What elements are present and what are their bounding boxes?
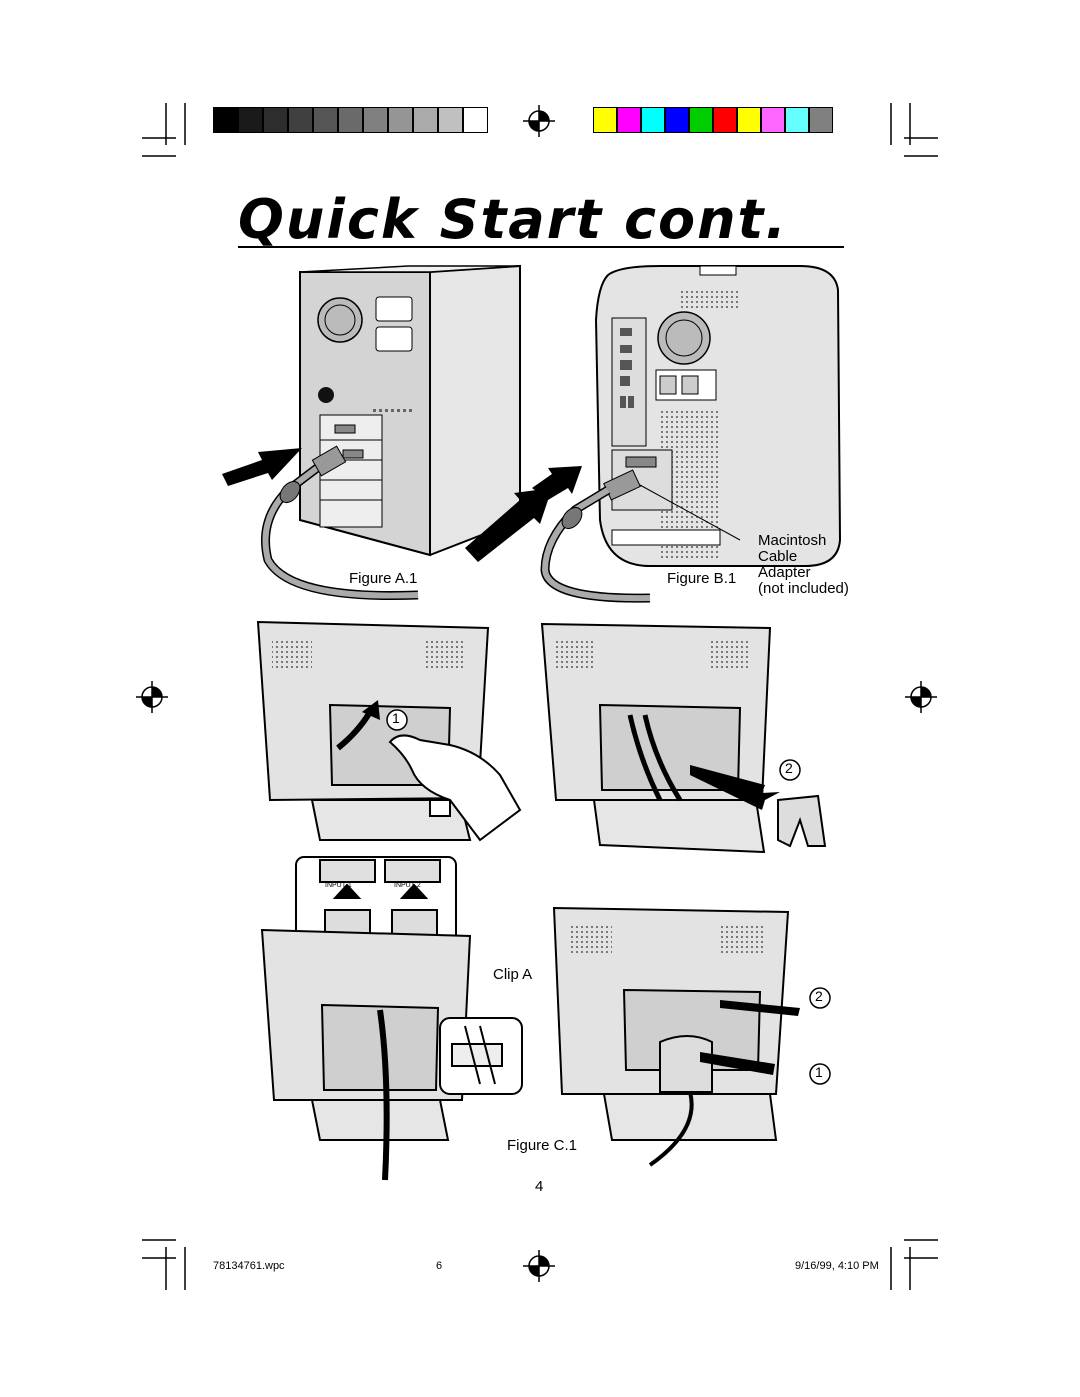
- color-swatch: [213, 107, 238, 133]
- figure-a1-caption: Figure A.1: [349, 570, 418, 587]
- mac-tower-illustration: [465, 265, 842, 603]
- color-swatch: [388, 107, 413, 133]
- step-circle-icon: [386, 709, 831, 1085]
- color-swatch: [665, 107, 689, 133]
- caption-line: Adapter: [758, 564, 811, 581]
- clip-a-caption: Clip A: [493, 966, 533, 983]
- arrow-icon: [222, 448, 302, 486]
- monitor-rear-1: [256, 620, 490, 841]
- pc-tower-illustration: [222, 264, 521, 601]
- color-swatch: [338, 107, 363, 133]
- caption-line: (not included): [758, 580, 849, 597]
- color-swatch: [689, 107, 713, 133]
- page-title: Quick Start cont.: [238, 188, 788, 251]
- color-swatch: [238, 107, 263, 133]
- color-bar: [593, 107, 833, 133]
- arrow-icon: [690, 765, 780, 810]
- input-1-label: INPUT 1: [325, 882, 352, 889]
- arrow-icon: [532, 466, 582, 500]
- step-number: 1: [392, 710, 400, 726]
- arrow-icon: [700, 1052, 775, 1075]
- color-swatch: [413, 107, 438, 133]
- mac-adapter-caption: Macintosh Cable Adapter (not included): [758, 533, 849, 597]
- color-swatch: [463, 107, 488, 133]
- figure-b1-caption: Figure B.1: [667, 570, 737, 587]
- step-number: 2: [815, 988, 823, 1004]
- color-swatch: [785, 107, 809, 133]
- color-swatch: [761, 107, 785, 133]
- step-number: 2: [785, 760, 793, 776]
- clip-detail-box: [439, 1017, 523, 1095]
- monitor-rear-4: [552, 906, 790, 1167]
- step-number: 1: [815, 1064, 823, 1080]
- color-swatch: [363, 107, 388, 133]
- page-number: 4: [535, 1178, 544, 1195]
- input-2-label: INPUT 2: [394, 882, 421, 889]
- arrow-icon: [465, 488, 552, 562]
- color-swatch: [641, 107, 665, 133]
- hand-illustration: [388, 734, 522, 842]
- color-swatch: [288, 107, 313, 133]
- monitor-rear-3: [260, 928, 472, 1181]
- title-rule: [238, 246, 844, 248]
- color-swatch: [617, 107, 641, 133]
- figure-c1-caption: Figure C.1: [507, 1137, 578, 1154]
- arrow-icon: [336, 710, 373, 751]
- color-swatch: [737, 107, 761, 133]
- monitor-rear-2: [540, 622, 827, 854]
- arrow-icon: [720, 1000, 800, 1016]
- color-swatch: [809, 107, 833, 133]
- footer-filename: 78134761.wpc: [213, 1260, 285, 1272]
- color-swatch: [713, 107, 737, 133]
- caption-line: Cable: [758, 548, 798, 565]
- color-swatch: [263, 107, 288, 133]
- caption-line: Macintosh: [758, 532, 827, 549]
- color-swatch: [313, 107, 338, 133]
- grayscale-bar: [213, 107, 488, 133]
- color-swatch: [438, 107, 463, 133]
- footer-timestamp: 9/16/99, 4:10 PM: [795, 1260, 879, 1272]
- color-swatch: [593, 107, 617, 133]
- footer-sheet: 6: [436, 1260, 443, 1272]
